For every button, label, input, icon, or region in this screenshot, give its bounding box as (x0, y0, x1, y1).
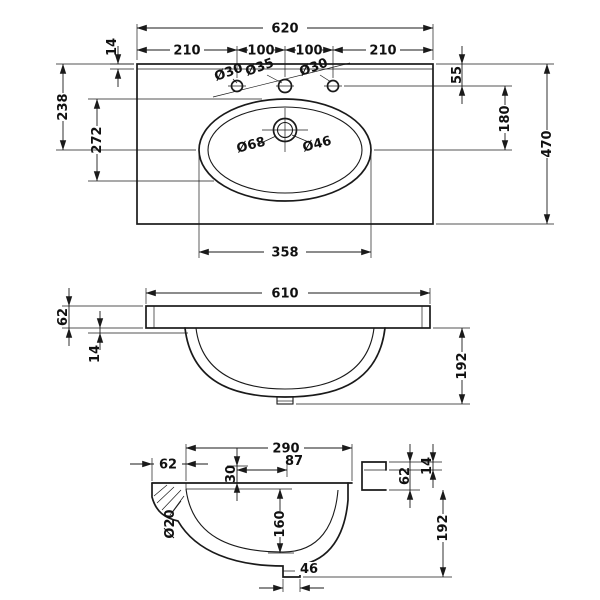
front-outline (145, 305, 431, 405)
dim-hole-offset-left: 210 (173, 44, 200, 59)
dim-overflow-hole-dia: Ø20 (163, 509, 178, 538)
hatch-line (156, 486, 175, 504)
hatch-line (169, 495, 185, 516)
dim-overflow-outer-dia: Ø68 (235, 135, 267, 157)
dim-front-overall-width: 610 (271, 287, 298, 302)
side-labels: 290 62 30 87 62 14 192 160 Ø20 46 (154, 442, 451, 577)
bowl-outer-curve (184, 327, 386, 398)
dim-hole-spacing-left: 100 (247, 44, 274, 59)
section-inner-profile (185, 488, 339, 553)
dim-back-ledge-height: 62 (398, 467, 413, 485)
drain-front (276, 396, 294, 405)
front-labels: 610 62 14 192 (56, 287, 470, 380)
dim-rim-lip: 14 (88, 345, 103, 363)
dim-drain-width: 46 (300, 562, 318, 577)
dim-hole-offset-right: 210 (369, 44, 396, 59)
label-bg (154, 457, 182, 471)
basin-outer-ellipse (198, 98, 372, 202)
dim-hole-spacing-right: 100 (295, 44, 322, 59)
dim-overall-depth: 470 (540, 130, 555, 157)
plan-view: 620 210 100 100 210 14 Ø30 Ø35 Ø30 55 18… (56, 22, 555, 261)
dim-bowl-inner-depth: 160 (273, 510, 288, 537)
back-ledge-profile (361, 461, 387, 491)
dim-overflow-inner-dia: Ø46 (301, 134, 333, 156)
label-bg (295, 562, 323, 575)
plan-outline (136, 62, 434, 225)
dim-back-edge: 14 (105, 38, 120, 56)
dim-rim-span: 290 (272, 442, 299, 457)
dim-hole-right-dia: Ø30 (298, 56, 331, 80)
front-view: 610 62 14 192 (56, 287, 470, 405)
dim-basin-span: 272 (90, 126, 105, 153)
hatch-line (161, 489, 182, 511)
dim-overall-width: 620 (271, 22, 298, 37)
dim-back-ledge-lip: 14 (420, 457, 435, 475)
slab-outline (145, 305, 431, 329)
dim-back-to-basin-center: 238 (56, 93, 71, 120)
dim-overflow-to-drain: 87 (285, 454, 303, 469)
dim-rim-drop: 30 (224, 465, 239, 483)
hatch-line (153, 484, 168, 497)
dim-basin-width: 358 (271, 246, 298, 261)
dim-holes-from-back: 55 (450, 66, 465, 84)
dim-front-edge: 62 (159, 458, 177, 473)
side-view: 290 62 30 87 62 14 192 160 Ø20 46 (130, 442, 452, 592)
front-dim-lines (62, 288, 470, 405)
side-outline (151, 461, 387, 578)
dim-holes-to-center: 180 (498, 105, 513, 132)
dim-hole-center-dia: Ø35 (244, 56, 277, 80)
plan-dim-lines (56, 24, 554, 258)
dim-edge-thickness: 62 (56, 308, 71, 326)
dim-side-overall-depth: 192 (436, 514, 451, 541)
bowl-inner-curve (195, 327, 375, 390)
dim-bowl-depth: 192 (455, 352, 470, 379)
basin-inner-ellipse (207, 106, 363, 194)
section-outer-profile (151, 482, 349, 578)
hole-leader-line (212, 62, 351, 98)
